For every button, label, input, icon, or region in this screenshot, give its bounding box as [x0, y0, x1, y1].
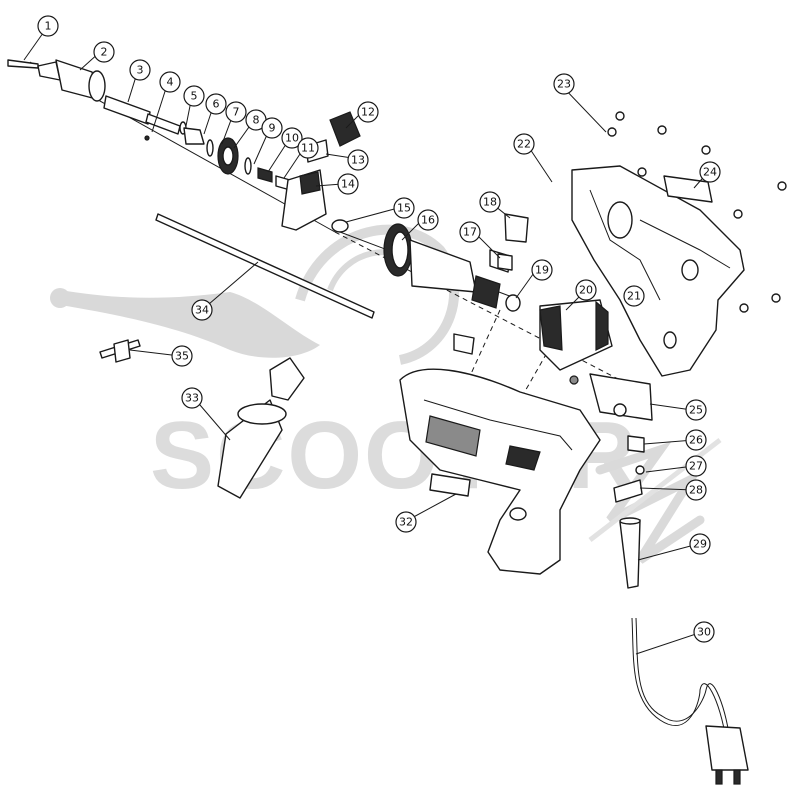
- callout-label: 32: [399, 516, 413, 529]
- part-pin: [144, 135, 150, 141]
- callout-5: 5: [183, 85, 205, 107]
- part-chuck-key: [99, 339, 141, 363]
- callout-17: 17: [459, 221, 481, 243]
- part-cable-clamp: [613, 479, 643, 503]
- part-gear-train: [179, 121, 291, 191]
- callout-7: 7: [225, 101, 247, 123]
- callout-11: 11: [297, 137, 319, 159]
- callout-label: 20: [579, 284, 593, 297]
- callout-label: 29: [693, 538, 707, 551]
- callout-18: 18: [479, 191, 501, 213]
- callout-label: 28: [689, 484, 703, 497]
- callout-34: 34: [191, 299, 213, 321]
- callout-label: 25: [689, 404, 703, 417]
- part-switch: [569, 373, 653, 421]
- callout-20: 20: [575, 279, 597, 301]
- callout-15: 15: [393, 197, 415, 219]
- callout-10: 10: [281, 127, 303, 149]
- callout-label: 26: [689, 434, 703, 447]
- callout-13: 13: [347, 149, 369, 171]
- callout-label: 15: [397, 202, 411, 215]
- callout-label: 1: [45, 20, 52, 33]
- callout-label: 16: [421, 214, 435, 227]
- callout-label: 34: [195, 304, 209, 317]
- callout-32: 32: [395, 511, 417, 533]
- callout-label: 30: [697, 626, 711, 639]
- callout-35: 35: [171, 345, 193, 367]
- callout-29: 29: [689, 533, 711, 555]
- callout-label: 18: [483, 196, 497, 209]
- callout-label: 27: [689, 460, 703, 473]
- callout-25: 25: [685, 399, 707, 421]
- callout-label: 9: [269, 122, 276, 135]
- callout-6: 6: [205, 93, 227, 115]
- part-label-plate: [663, 175, 713, 203]
- callout-27: 27: [685, 455, 707, 477]
- callout-3: 3: [129, 59, 151, 81]
- callout-label: 7: [233, 106, 240, 119]
- callout-label: 21: [627, 290, 641, 303]
- part-side-handle: [217, 357, 305, 499]
- callout-label: 14: [341, 178, 355, 191]
- callout-30: 30: [693, 621, 715, 643]
- callout-14: 14: [337, 173, 359, 195]
- callout-label: 19: [535, 264, 549, 277]
- callout-label: 13: [351, 154, 365, 167]
- part-housing-half: [571, 165, 745, 377]
- callout-label: 33: [185, 392, 199, 405]
- callout-26: 26: [685, 429, 707, 451]
- part-brush-holders: [453, 213, 529, 355]
- callout-22: 22: [513, 133, 535, 155]
- part-chuck: [37, 59, 106, 102]
- callout-12: 12: [357, 101, 379, 123]
- part-drill-bit: [7, 59, 39, 69]
- callout-label: 22: [517, 138, 531, 151]
- callouts: 1 2 3 4 5 6 7 8 9 10 11 12 13 14 15 16 1…: [23, 15, 721, 655]
- part-terminal: [627, 435, 645, 453]
- part-spindle: [103, 95, 181, 135]
- assembly-lines: [29, 61, 621, 421]
- callout-label: 6: [213, 98, 220, 111]
- callout-label: 24: [703, 166, 717, 179]
- callout-label: 8: [253, 114, 260, 127]
- callout-33: 33: [181, 387, 203, 409]
- part-main-housing: [399, 368, 601, 575]
- callout-label: 12: [361, 106, 375, 119]
- callout-28: 28: [685, 479, 707, 501]
- part-bearing: [331, 219, 349, 233]
- part-depth-rod: [155, 213, 375, 319]
- callout-label: 35: [175, 350, 189, 363]
- callout-23: 23: [553, 73, 575, 95]
- part-power-cable: [631, 617, 749, 785]
- callout-24: 24: [699, 161, 721, 183]
- callout-label: 3: [137, 64, 144, 77]
- part-rear-bearing: [505, 294, 521, 312]
- callout-1: 1: [37, 15, 59, 37]
- callout-label: 23: [557, 78, 571, 91]
- callout-16: 16: [417, 209, 439, 231]
- part-clamp-screw: [635, 465, 645, 475]
- callout-label: 4: [167, 76, 174, 89]
- callout-19: 19: [531, 259, 553, 281]
- callout-9: 9: [261, 117, 283, 139]
- part-stator: [539, 299, 613, 371]
- callout-label: 10: [285, 132, 299, 145]
- part-housing-screws: [607, 111, 787, 313]
- callout-label: 5: [191, 90, 198, 103]
- callout-label: 2: [101, 46, 108, 59]
- callout-2: 2: [93, 41, 115, 63]
- callout-label: 11: [301, 142, 315, 155]
- callout-21: 21: [623, 285, 645, 307]
- callout-label: 17: [463, 226, 477, 239]
- callout-4: 4: [159, 71, 181, 93]
- part-armature: [339, 223, 521, 309]
- part-cable-sleeve: [619, 517, 641, 589]
